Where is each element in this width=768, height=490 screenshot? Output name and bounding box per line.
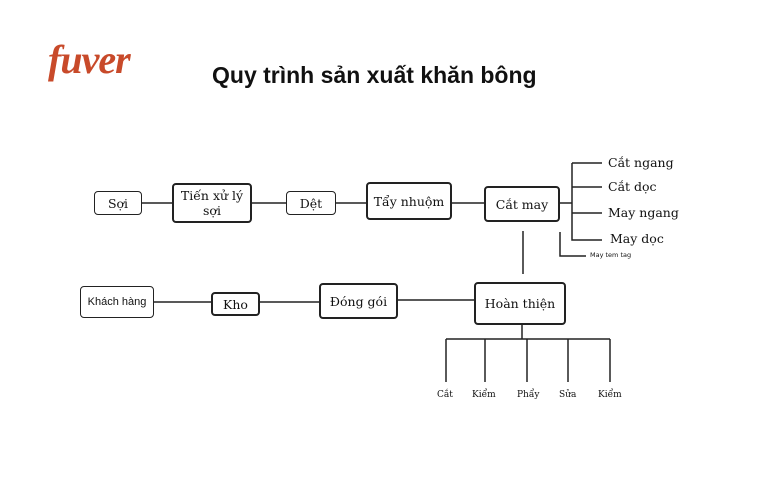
node-det: Dệt xyxy=(286,191,336,215)
node-tay-nhuom: Tẩy nhuộm xyxy=(366,182,452,220)
node-soi: Sợi xyxy=(94,191,142,215)
node-hoan-thien-label: Hoàn thiện xyxy=(484,296,556,311)
node-dong-goi-label: Đóng gói xyxy=(329,293,388,309)
node-hoan-thien: Hoàn thiện xyxy=(474,282,566,325)
node-tay-nhuom-label: Tẩy nhuộm xyxy=(373,193,445,209)
node-cat-may: Cắt may xyxy=(484,186,560,222)
step-cat-ngang: Cắt ngang xyxy=(608,155,674,170)
node-kho: Kho xyxy=(211,292,260,316)
step-cat-doc: Cắt dọc xyxy=(608,179,657,194)
node-soi-label: Sợi xyxy=(107,195,129,211)
step-phay: Phẩy xyxy=(517,390,540,400)
diagram-title: Quy trình sản xuất khăn bông xyxy=(212,62,537,88)
node-det-label: Dệt xyxy=(299,195,323,211)
node-dong-goi: Đóng gói xyxy=(319,283,398,319)
node-khach-hang-label: Khách hàng xyxy=(87,295,147,308)
step-cat: Cắt xyxy=(437,390,453,400)
step-kiem-2: Kiểm xyxy=(598,390,622,400)
node-khach-hang: Khách hàng xyxy=(80,286,154,318)
node-tien-xu-ly-soi-label: Tiến xử lý sợi xyxy=(180,188,244,218)
node-tien-xu-ly-soi: Tiến xử lý sợi xyxy=(172,183,252,223)
step-may-doc: May dọc xyxy=(610,231,664,246)
node-kho-label: Kho xyxy=(223,296,248,312)
step-sua: Sửa xyxy=(559,390,577,400)
fuver-logo: fuver xyxy=(48,37,131,82)
step-kiem-1: Kiểm xyxy=(472,390,496,400)
step-may-tem-tag: May tem tag xyxy=(590,251,632,259)
node-cat-may-label: Cắt may xyxy=(495,196,549,212)
step-may-ngang: May ngang xyxy=(608,205,679,220)
